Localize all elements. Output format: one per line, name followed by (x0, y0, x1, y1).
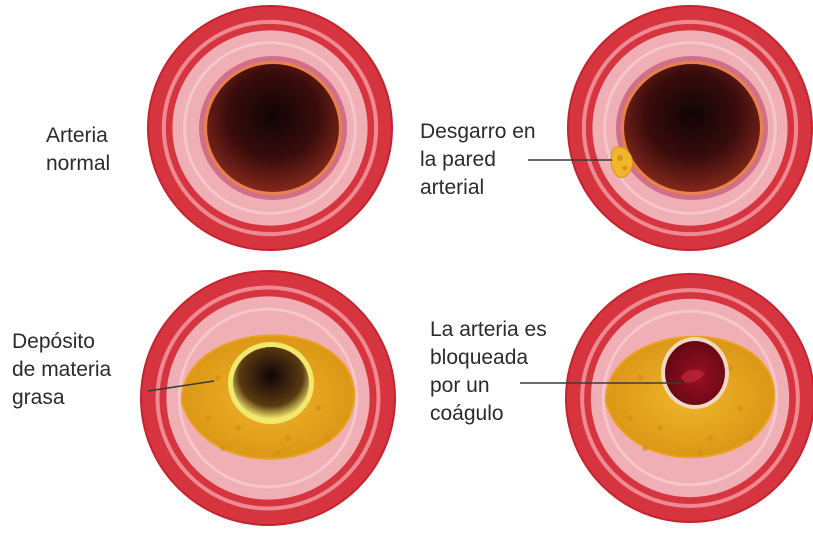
plaque-texture (215, 375, 221, 381)
plaque-texture (627, 415, 633, 421)
lumen (207, 64, 339, 192)
tear-spot-detail (617, 155, 623, 161)
label-line: Depósito (12, 328, 111, 356)
plaque-texture (657, 425, 663, 431)
plaque-texture (737, 405, 743, 411)
label-line: normal (46, 150, 110, 178)
artery-tear (528, 6, 812, 250)
label-line: arterial (420, 174, 536, 202)
label-line: coágulo (430, 400, 547, 428)
label-normal: Arteria normal (46, 122, 110, 178)
label-line: la pared (420, 146, 536, 174)
plaque-texture (325, 435, 331, 441)
label-line: Desgarro en (420, 118, 536, 146)
label-tear: Desgarro en la pared arterial (420, 118, 536, 202)
plaque-texture (285, 435, 291, 441)
label-line: de materia (12, 356, 111, 384)
label-line: bloqueada (430, 344, 547, 372)
artery-clot (520, 274, 813, 522)
plaque-texture (707, 435, 713, 441)
label-fat: Depósito de materia grasa (12, 328, 111, 412)
tear-spot-detail (623, 166, 628, 171)
artery-normal (148, 6, 392, 250)
artery-panels (141, 6, 813, 525)
label-line: Arteria (46, 122, 110, 150)
plaque-texture (235, 425, 241, 431)
plaque-texture (205, 415, 211, 421)
artery-fat (141, 271, 395, 525)
narrowed-lumen (233, 347, 309, 419)
plaque-texture (637, 375, 643, 381)
plaque-texture (747, 435, 753, 441)
plaque-texture (642, 445, 648, 451)
plaque-texture (275, 450, 281, 456)
label-line: grasa (12, 384, 111, 412)
label-line: por un (430, 372, 547, 400)
label-clot: La arteria es bloqueada por un coágulo (430, 316, 547, 428)
plaque-texture (220, 445, 226, 451)
label-line: La arteria es (430, 316, 547, 344)
plaque-texture (315, 405, 321, 411)
lumen (624, 64, 760, 192)
plaque-texture (697, 450, 703, 456)
